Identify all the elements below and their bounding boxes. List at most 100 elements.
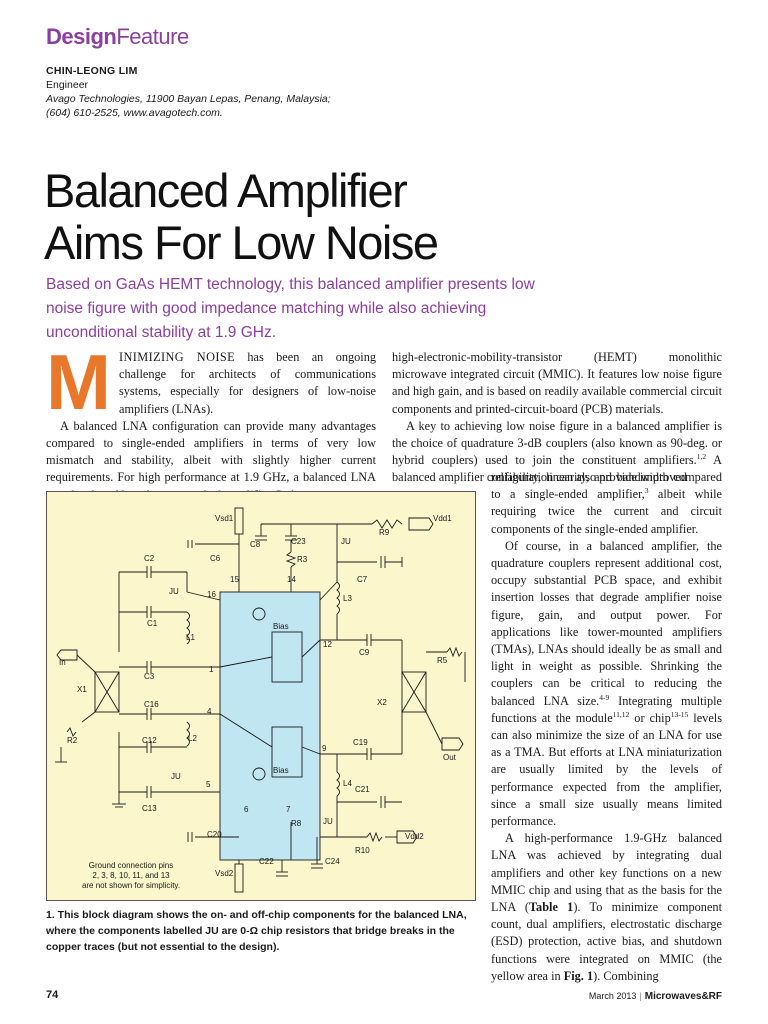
label-c1: C1: [147, 619, 158, 628]
label-c3: C3: [144, 672, 155, 681]
schematic-svg: [55, 507, 466, 893]
label-c7: C7: [357, 575, 368, 584]
label-x2: X2: [377, 698, 387, 707]
p6-b: ). To minimize component count, dual amp…: [491, 900, 722, 983]
label-c20: C20: [207, 830, 222, 839]
title-line-2: Aims For Low Noise: [44, 216, 439, 269]
drop-cap: M: [46, 338, 111, 426]
label-c16: C16: [144, 700, 159, 709]
label-r10: R10: [355, 846, 370, 855]
paragraph-3: high-electronic-mobility-transistor (HEM…: [392, 350, 722, 416]
note-line-1: Ground connection pins: [88, 861, 174, 870]
footer-separator: |: [639, 991, 642, 1001]
note-line-2: 2, 3, 8, 10, 11, and 13: [92, 871, 170, 880]
body-column-2-narrow: reliability, linearity, and bandwidth co…: [491, 469, 722, 985]
ref-11-12: 11,12: [612, 709, 630, 719]
label-c23: C23: [291, 537, 306, 546]
body-column-2: high-electronic-mobility-transistor (HEM…: [392, 349, 722, 487]
label-pin7: 7: [286, 805, 291, 814]
ref-1-2: 1,2: [696, 452, 707, 462]
label-r8: R8: [291, 819, 302, 828]
note-line-3: are not shown for simplicity.: [81, 881, 181, 890]
label-bias-1: Bias: [273, 622, 289, 631]
ref-4-9: 4-9: [599, 692, 610, 702]
figure-note: Ground connection pins 2, 3, 8, 10, 11, …: [61, 861, 201, 891]
label-in: In: [59, 658, 66, 667]
table-1-ref[interactable]: Table 1: [528, 900, 574, 915]
paragraph-6: A high-performance 1.9-GHz balanced LNA …: [491, 830, 722, 985]
vdd2-pad: [396, 830, 418, 844]
label-c22: C22: [259, 857, 274, 866]
label-vdd2: Vdd2: [405, 832, 424, 841]
label-ju-bottom: JU: [323, 817, 333, 826]
label-r3: R3: [297, 555, 308, 564]
l2-inductor: [186, 721, 190, 747]
p5-c: or chip: [629, 710, 671, 725]
label-l1: L1: [186, 633, 195, 642]
r9-resistor: [371, 519, 403, 529]
paragraph-5: Of course, in a balanced amplifier, the …: [491, 538, 722, 830]
label-ju-left: JU: [169, 587, 179, 596]
label-ju-top: JU: [341, 537, 351, 546]
author-name: CHIN-LEONG LIM: [46, 65, 138, 77]
label-c6: C6: [210, 554, 221, 563]
label-pin4: 4: [207, 707, 212, 716]
author-block: CHIN-LEONG LIM Engineer Avago Technologi…: [46, 64, 331, 120]
label-l3: L3: [343, 594, 352, 603]
fig-1-ref[interactable]: Fig. 1: [563, 968, 594, 983]
ref-13-15: 13-15: [670, 709, 689, 719]
section-kicker: DesignFeature: [46, 24, 189, 50]
issue-date: March 2013: [588, 991, 637, 1001]
label-c19: C19: [353, 738, 368, 747]
in-pad: [56, 649, 78, 661]
label-r2: R2: [67, 736, 78, 745]
figure-caption: 1. This block diagram shows the on- and …: [46, 909, 467, 953]
label-c9: C9: [359, 648, 370, 657]
out-pad: [441, 737, 464, 751]
label-c21: C21: [355, 785, 370, 794]
label-ju-lower: JU: [171, 772, 181, 781]
magazine-name: Microwaves&RF: [644, 991, 722, 1002]
article-title: Balanced Amplifier Aims For Low Noise: [44, 165, 744, 269]
label-vsd2: Vsd2: [215, 869, 234, 878]
ref-3: 3: [644, 486, 649, 496]
label-vdd1: Vdd1: [433, 514, 452, 523]
vdd1-pad: [408, 517, 434, 531]
p6-a: A high-performance 1.9-GHz balanced LNA …: [491, 831, 722, 915]
p4-text: A key to achieving low noise figure in a…: [392, 418, 722, 468]
label-pin1: 1: [209, 665, 214, 674]
bias-source-1: [252, 607, 266, 621]
label-pin5: 5: [206, 780, 211, 789]
label-out: Out: [443, 753, 456, 762]
title-line-1: Balanced Amplifier: [44, 164, 408, 217]
label-r9: R9: [379, 528, 390, 537]
label-pin15: 15: [230, 575, 239, 584]
author-contact: (604) 610-2525, www.avagotech.com.: [46, 107, 223, 119]
label-pin14: 14: [287, 575, 296, 584]
p4-tail: A balanced amplifier configuration can a…: [392, 453, 723, 485]
label-vsd1: Vsd1: [215, 514, 234, 523]
label-l4: L4: [343, 779, 352, 788]
paragraph-4-cont: reliability, linearity, and bandwidth co…: [491, 469, 722, 538]
l4-inductor: [336, 771, 340, 797]
p5-a: Of course, in a balanced amplifier, the …: [491, 538, 722, 708]
body-column-1: M INIMIZING NOISE has been an ongoing ch…: [46, 338, 376, 504]
schematic-labels: Vsd1 Vdd1 R9 C8 C23 JU C6 R3 C2 C7 15 14…: [47, 492, 475, 900]
p4c-text: reliability, linearity, and bandwidth co…: [491, 470, 722, 502]
bias-source-2: [252, 767, 266, 781]
label-bias-2: Bias: [273, 766, 289, 775]
label-c13: C13: [142, 804, 157, 813]
kicker-feature: Feature: [116, 24, 189, 49]
p5-d: levels can also minimize the size of an …: [491, 710, 722, 829]
p5-b: Integrating multiple functions at the mo…: [491, 693, 722, 725]
label-pin12: 12: [323, 640, 332, 649]
figure-1-schematic: Vsd1 Vdd1 R9 C8 C23 JU C6 R3 C2 C7 15 14…: [46, 491, 476, 901]
label-pin16: 16: [207, 590, 216, 599]
label-l2: L2: [188, 734, 197, 743]
footer-issue: March 2013|Microwaves&RF: [589, 991, 722, 1002]
author-affiliation: Avago Technologies, 11900 Bayan Lepas, P…: [46, 93, 331, 105]
l3-inductor: [336, 581, 340, 615]
r5-resistor: [446, 646, 463, 658]
label-c12: C12: [142, 736, 157, 745]
label-pin6: 6: [244, 805, 249, 814]
